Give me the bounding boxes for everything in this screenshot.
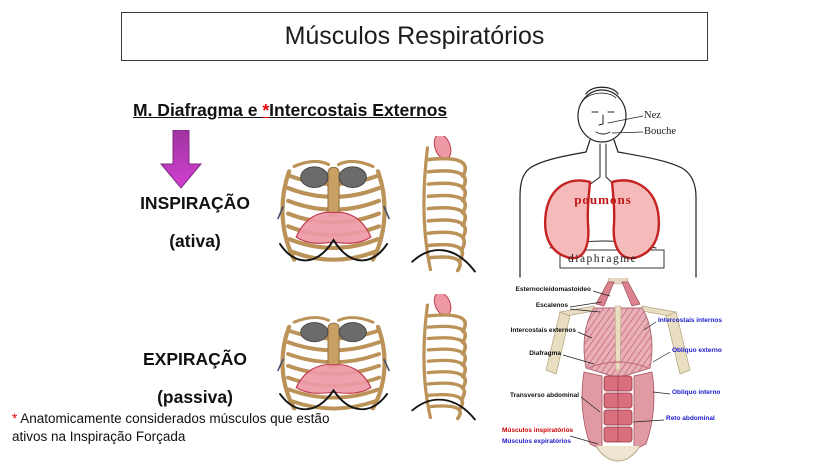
diaphragme-label: diaphragme: [568, 253, 638, 265]
inspiration-label: INSPIRAÇÃO: [140, 193, 250, 213]
heading-part1: M. Diafragma e: [133, 100, 263, 120]
ribcage-illustration-top: [276, 136, 488, 298]
nez-label: Nez: [644, 110, 661, 121]
label-obliquo-externo: Obliquo externo: [672, 347, 722, 354]
expiration-label: EXPIRAÇÃO: [142, 349, 248, 369]
label-intercostais-externos: Intercostais externos: [510, 327, 576, 334]
lungs-shape: [543, 179, 661, 260]
label-escalenos: Escalenos: [535, 302, 568, 309]
label-intercostais-internos: Intercostais internos: [658, 317, 722, 324]
slide-title: Músculos Respiratórios: [284, 22, 545, 50]
muscle-anatomy-illustration: Esternocleidomastoideo Escalenos Interco…: [496, 278, 828, 466]
legend-inspiratory-muscles: Músculos inspiratórios: [502, 427, 574, 434]
heading-part2: Intercostais Externos: [269, 100, 448, 120]
pointer-lines: [562, 290, 671, 445]
footnote-asterisk: *: [12, 411, 18, 426]
down-arrow-icon: [159, 130, 203, 189]
main-heading: M. Diafragma e *Intercostais Externos: [133, 100, 447, 121]
expiration-mode: (passiva): [157, 387, 233, 407]
label-esternocleidomastoideo: Esternocleidomastoideo: [515, 286, 592, 293]
inspiration-mode: (ativa): [169, 231, 221, 251]
heading-asterisk: *: [262, 100, 270, 120]
bouche-label: Bouche: [644, 126, 677, 137]
body-sketch-illustration: Nez Bouche poumons diaphragme: [516, 82, 711, 287]
label-obliquo-interno: Obliquo interno: [672, 389, 721, 396]
footnote: * Anatomicamente considerados músculos q…: [12, 410, 330, 446]
poumons-label: poumons: [574, 192, 632, 207]
footnote-text: Anatomicamente considerados músculos que…: [12, 411, 330, 444]
muscle-figure: [545, 278, 691, 462]
label-reto-abdominal: Reto abdominal: [666, 415, 715, 422]
label-diafragma: Diafragma: [529, 350, 561, 357]
title-box: Músculos Respiratórios: [121, 12, 708, 61]
label-transverso-abdominal: Transverso abdominal: [510, 392, 579, 399]
legend-expiratory-muscles: Músculos expiratórios: [502, 438, 571, 445]
